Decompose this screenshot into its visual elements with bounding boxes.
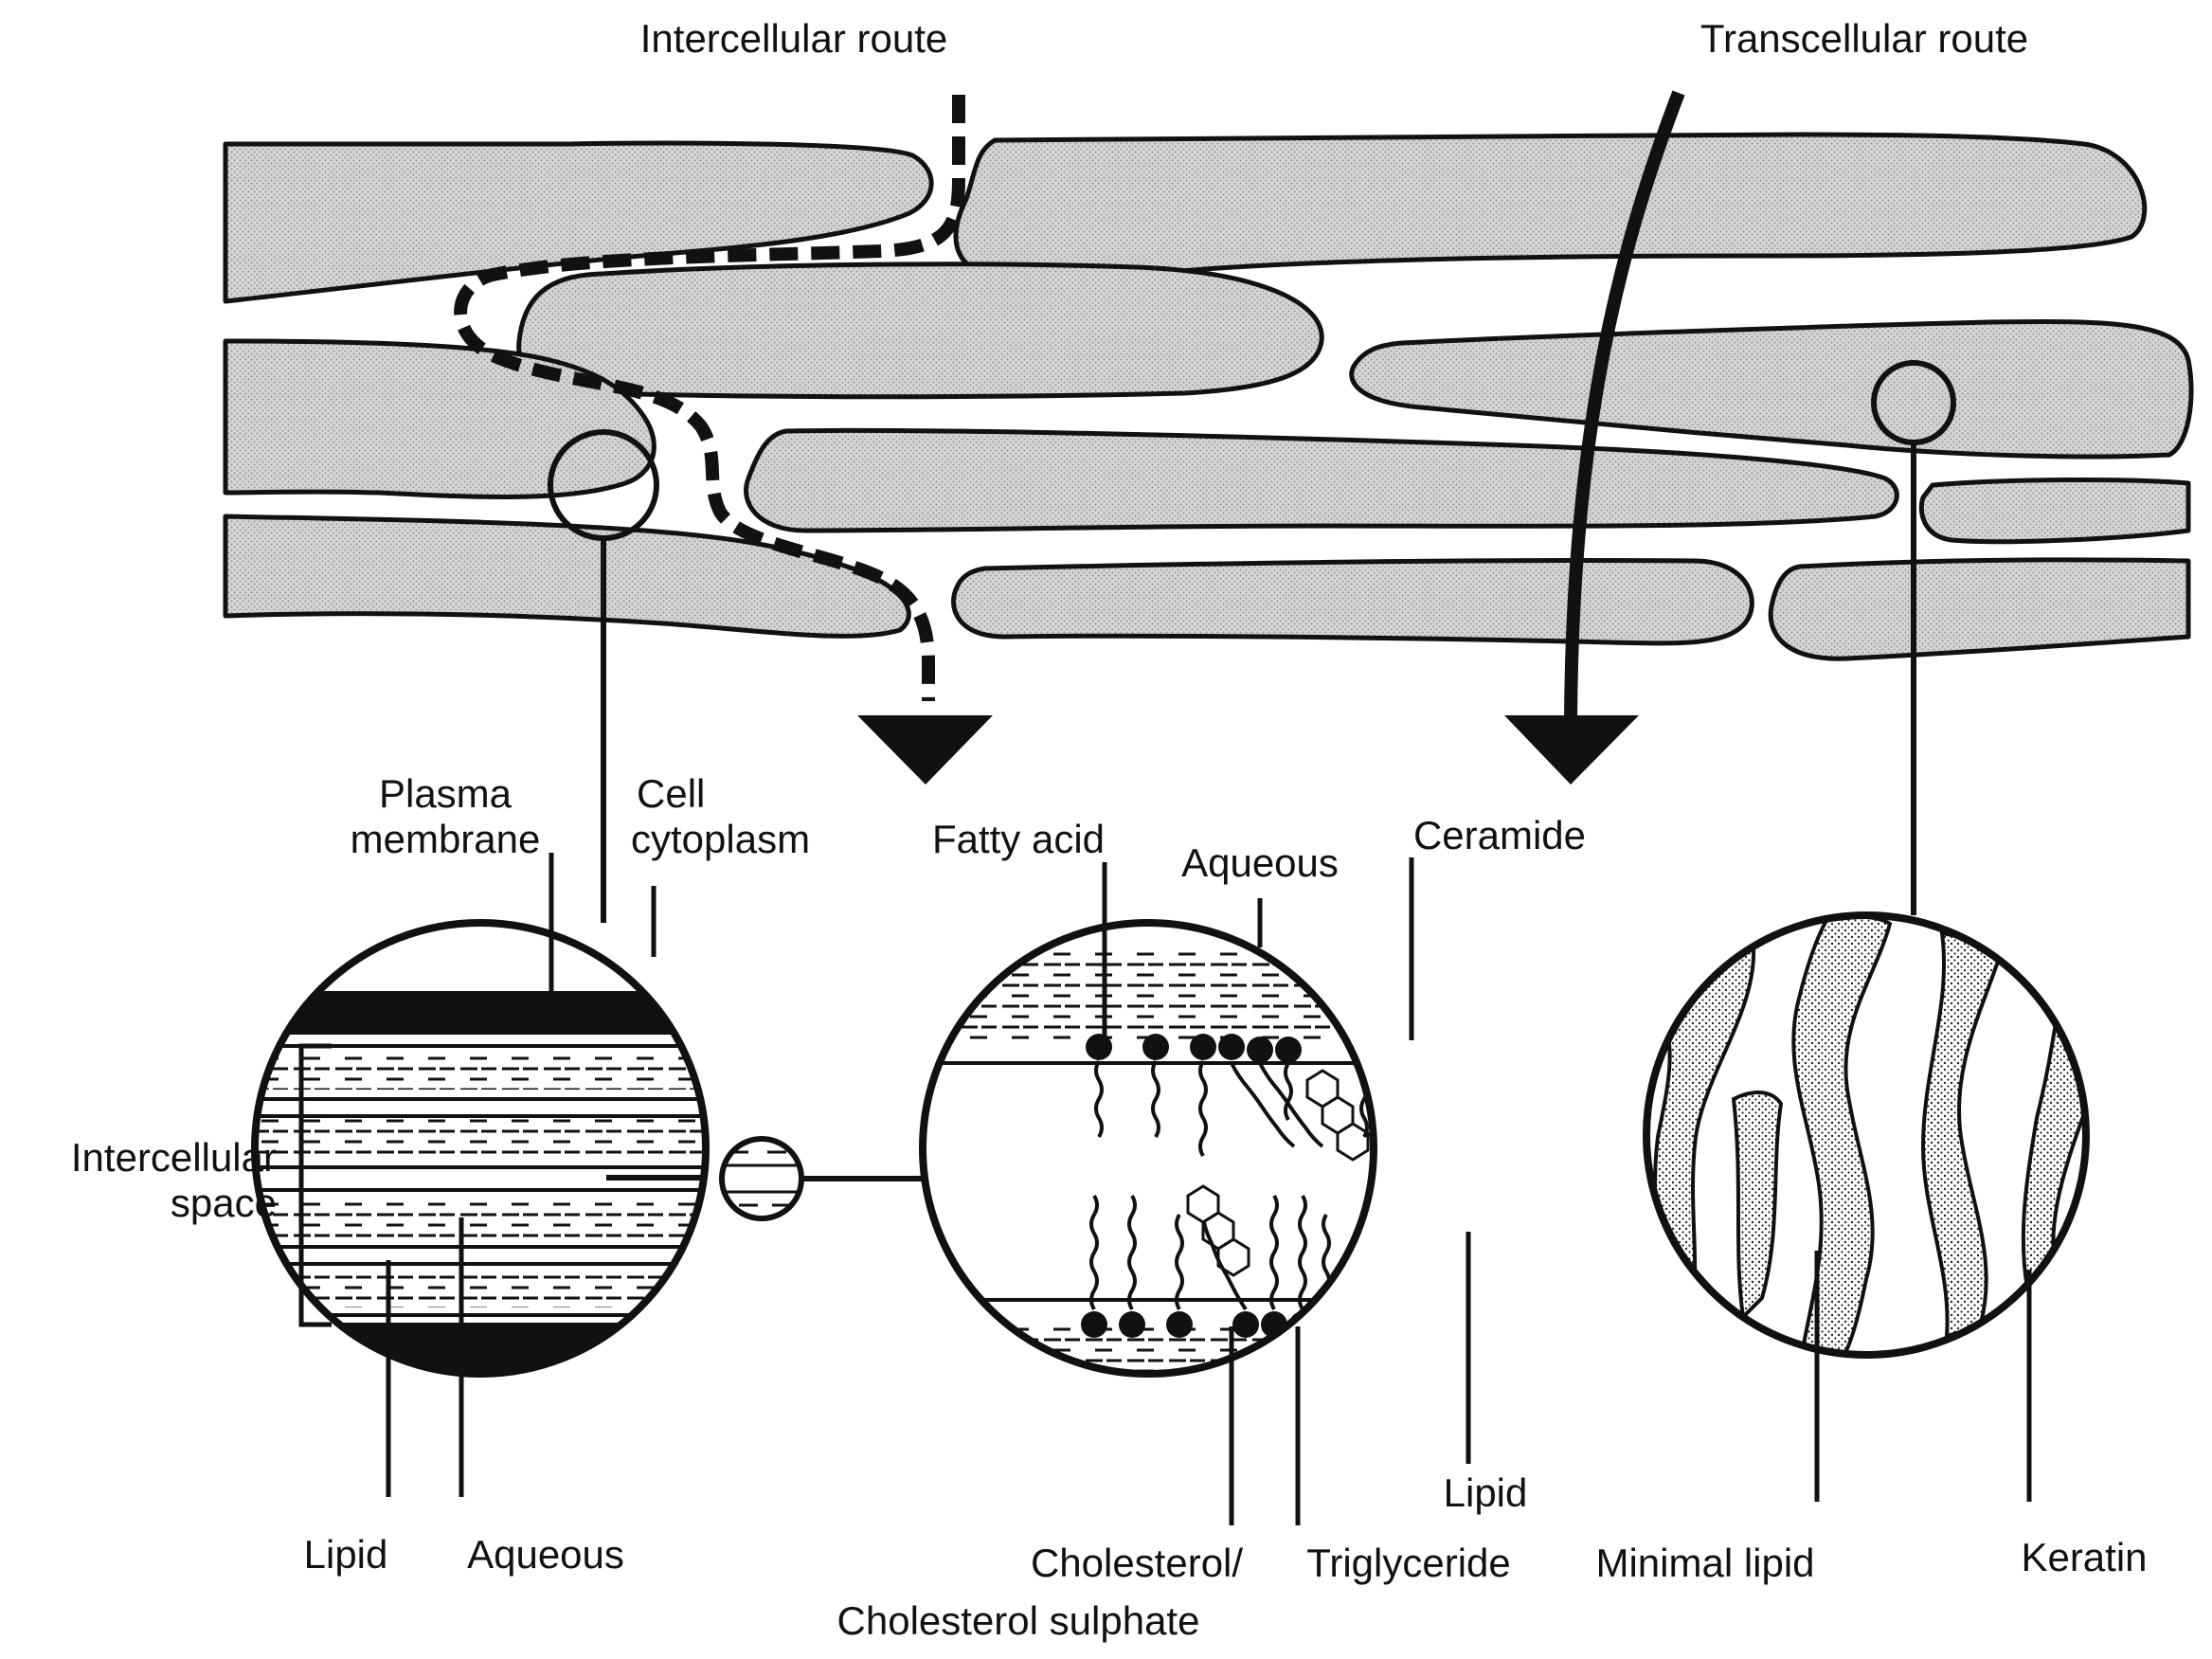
label-ceramide: Ceramide bbox=[1413, 813, 1586, 857]
label-transcellular-route: Transcellular route bbox=[1700, 16, 2028, 61]
labels: Intercellular route Transcellular route … bbox=[71, 16, 2148, 1643]
corneocyte-cell bbox=[223, 514, 911, 639]
corneocyte-cell bbox=[951, 558, 1754, 646]
intercellular-route-arrowhead bbox=[857, 715, 993, 784]
corneocyte-cell bbox=[223, 140, 934, 304]
label-aqueous-left: Aqueous bbox=[467, 1532, 624, 1577]
leader-lines bbox=[386, 853, 2032, 1525]
label-fatty-acid: Fatty acid bbox=[932, 817, 1105, 861]
label-intercellular-space: Intercellular bbox=[71, 1135, 277, 1180]
corneocyte-cell bbox=[1918, 477, 2191, 545]
label-cholesterol: Cholesterol/ bbox=[1031, 1541, 1243, 1585]
label-triglyceride: Triglyceride bbox=[1306, 1541, 1511, 1585]
intercellular-zoom-circle bbox=[251, 919, 924, 1378]
intercellular-route-path bbox=[454, 95, 965, 701]
keratin-zoom-circle bbox=[1643, 911, 2090, 1359]
intercellular-space-bracket bbox=[298, 1043, 332, 1327]
label-cell-cytoplasm: Cell bbox=[637, 771, 705, 816]
transcellular-route-path bbox=[1564, 90, 1685, 721]
label-minimal-lipid: Minimal lipid bbox=[1595, 1541, 1814, 1585]
lipid-bilayer-zoom-circle bbox=[919, 919, 1377, 1378]
label-lipid-right: Lipid bbox=[1444, 1470, 1528, 1515]
label-plasma-membrane: membrane bbox=[351, 817, 541, 861]
corneocyte-cell bbox=[953, 132, 2148, 284]
transcellular-route-arrowhead bbox=[1504, 715, 1639, 784]
label-keratin: Keratin bbox=[2021, 1535, 2147, 1579]
label-aqueous-top: Aqueous bbox=[1181, 840, 1339, 885]
corneocyte-cell bbox=[1349, 319, 2194, 460]
label-cholesterol-sulphate: Cholesterol sulphate bbox=[837, 1598, 1200, 1643]
corneocyte-cell bbox=[516, 261, 1324, 400]
label-lipid-left: Lipid bbox=[304, 1532, 388, 1577]
label-intercellular-space: space bbox=[171, 1181, 277, 1225]
corneocyte-cell bbox=[1768, 557, 2191, 661]
label-intercellular-route: Intercellular route bbox=[640, 16, 948, 61]
corneocyte-layers bbox=[223, 132, 2194, 661]
label-plasma-membrane: Plasma bbox=[379, 771, 513, 816]
corneocyte-cell bbox=[744, 427, 1899, 533]
label-cell-cytoplasm: cytoplasm bbox=[631, 817, 810, 861]
